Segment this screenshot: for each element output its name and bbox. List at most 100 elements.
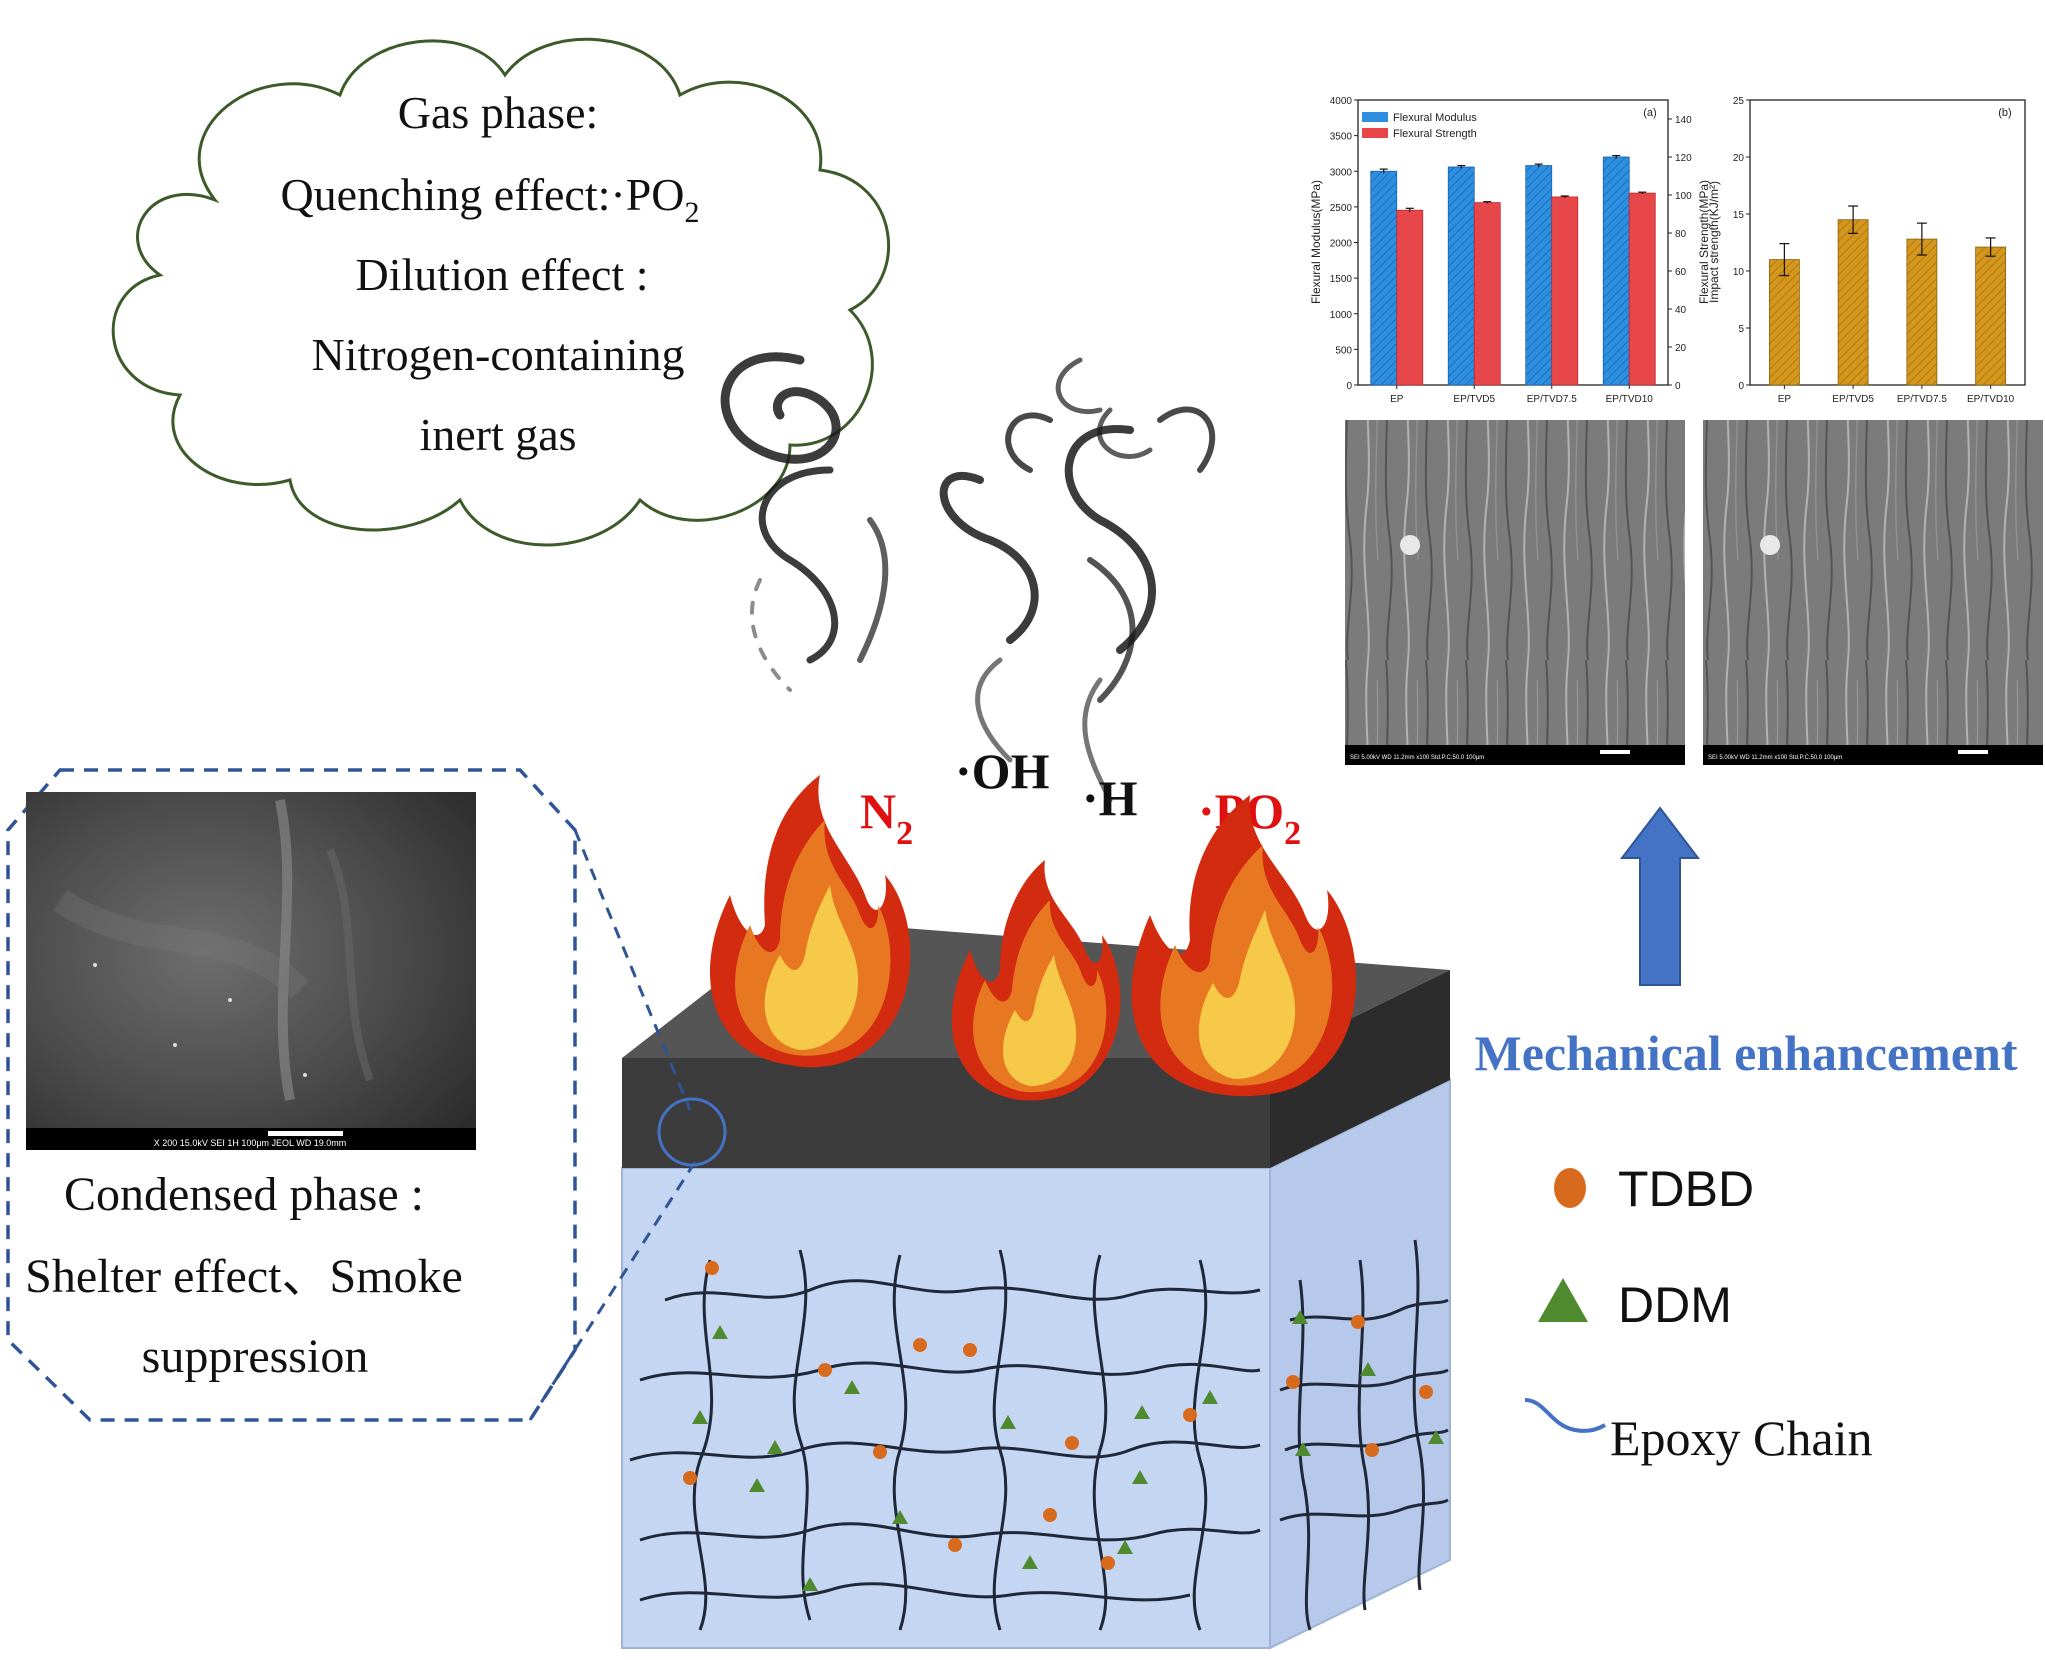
chart-b-bar-impact <box>1906 238 1938 386</box>
shelter-effect-line: Shelter effect、Smoke <box>25 1250 463 1303</box>
epoxy-chain-legend-icon <box>1524 1398 1607 1433</box>
sem-fracture-right: SEI 5.00kV WD 11.2mm x100 Std.P.C.50.0 1… <box>1703 420 2043 765</box>
diagram-legend: TDBD DDM Epoxy Chain <box>1524 1161 1872 1466</box>
chart-a-left-tick-label: 500 <box>1335 345 1352 356</box>
chart-a-left-tick-label: 0 <box>1346 381 1352 392</box>
smoke-wisps <box>720 352 1216 803</box>
chart-b-tick-label: 0 <box>1738 381 1744 392</box>
chart-a-legend: Flexural Modulus Flexural Strength <box>1362 112 1477 140</box>
chart-a-left-tick-label: 3000 <box>1330 167 1353 178</box>
oh-radical-label: ·OH <box>955 743 1050 799</box>
chart-a-bar-modulus <box>1447 166 1475 386</box>
mechanical-enhancement-label: Mechanical enhancement <box>1475 1025 2018 1081</box>
chart-a-right-tick-label: 80 <box>1675 229 1687 240</box>
tdbd-legend-label: TDBD <box>1618 1161 1754 1217</box>
ddm-legend-label: DDM <box>1618 1277 1732 1333</box>
chart-b-bar-impact <box>1975 246 2007 386</box>
legend-label-strength: Flexural Strength <box>1393 128 1477 140</box>
flame-middle <box>951 860 1121 1101</box>
chart-a-category-label: EP/TVD7.5 <box>1527 394 1577 405</box>
condensed-phase-callout: X 200 15.0kV SEI 1H 100μm JEOL WD 19.0mm… <box>6 768 727 1422</box>
callout-zoom-circle <box>657 1097 727 1167</box>
chart-a-left-tick-label: 3500 <box>1330 132 1353 143</box>
callout-leader-bottom <box>528 1161 697 1421</box>
chart-a-right-tick-label: 40 <box>1675 305 1687 316</box>
chart-a-category-label: EP/TVD10 <box>1606 394 1654 405</box>
quenching-line: Quenching effect:·PO2 <box>280 169 699 229</box>
chart-b-category-label: EP/TVD10 <box>1967 394 2015 405</box>
chart-b-panel-label: (b) <box>1998 107 2011 119</box>
condensed-phase-title: Condensed phase : <box>64 1168 424 1221</box>
tdbd-nodes-front <box>683 1261 1197 1570</box>
h-radical-label: ·H <box>1082 770 1138 826</box>
radical-labels: N2 ·OH ·H ·PO2 <box>860 743 1301 852</box>
dilution-line: Dilution effect : <box>356 249 649 300</box>
quenching-text: Quenching effect:·PO <box>280 169 684 220</box>
char-layer-front <box>622 1058 1270 1168</box>
chart-a-right-tick-label: 0 <box>1675 381 1681 392</box>
epoxy-network-front <box>629 1249 1261 1631</box>
chart-b-tick-label: 10 <box>1733 267 1745 278</box>
epoxy-chain-legend-label: Epoxy Chain <box>1610 1410 1872 1466</box>
chart-b-category-label: EP/TVD5 <box>1832 394 1874 405</box>
chart-b-tick-label: 5 <box>1738 324 1744 335</box>
nitrogen-line: Nitrogen-containing <box>311 329 684 380</box>
chart-a-bar-strength <box>1628 192 1656 386</box>
chart-a-y2label: Flexural Strength(MPa) <box>1697 180 1711 304</box>
upward-arrow <box>1619 806 1701 986</box>
callout-dashed-border <box>6 768 577 1422</box>
callout-leader-top <box>573 829 692 1111</box>
legend-swatch-modulus <box>1362 112 1388 122</box>
legend-swatch-strength <box>1362 128 1388 138</box>
chart-a-left-tick-label: 2500 <box>1330 203 1353 214</box>
chart-b-tick-label: 25 <box>1733 96 1745 107</box>
inert-gas-line: inert gas <box>419 409 576 460</box>
chart-a-left-tick-label: 4000 <box>1330 96 1353 107</box>
chart-b-tick-label: 20 <box>1733 153 1745 164</box>
chart-a-left-ticks: 0 500 1000 1500 2000 2500 3000 3500 4000 <box>1330 96 1358 392</box>
chart-a-bar-strength <box>1396 209 1424 386</box>
chart-a-right-tick-label: 120 <box>1675 153 1692 164</box>
n2-label: N2 <box>860 783 913 852</box>
sem-fracture-left: SEI 5.00kV WD 11.2mm x100 Std.P.C.50.0 1… <box>1345 420 1685 765</box>
cloud-shape <box>111 37 891 547</box>
ddm-nodes-front <box>692 1325 1218 1591</box>
n2-subscript: 2 <box>896 815 913 852</box>
sem-image-char: X 200 15.0kV SEI 1H 100μm JEOL WD 19.0mm <box>26 792 476 1150</box>
tdbd-legend-icon <box>1554 1168 1586 1208</box>
flame-right <box>1131 795 1357 1097</box>
chart-b-ticks: 0 5 10 15 20 25 <box>1733 96 1750 392</box>
chart-a-right-tick-label: 140 <box>1675 115 1692 126</box>
gas-phase-cloud: Gas phase: Quenching effect:·PO2 Dilutio… <box>111 37 891 547</box>
chart-a-left-tick-label: 2000 <box>1330 239 1353 250</box>
chart-a-bars <box>1370 154 1656 386</box>
chart-a-bar-modulus <box>1602 156 1630 386</box>
sem-right-caption: SEI 5.00kV WD 11.2mm x100 Std.P.C.50.0 1… <box>1708 755 1842 761</box>
n2-main: N <box>860 783 896 839</box>
ddm-nodes-side <box>1292 1310 1444 1456</box>
chart-a-bar-strength <box>1551 196 1579 386</box>
chart-b-tick-label: 15 <box>1733 210 1745 221</box>
suppression-line: suppression <box>142 1330 369 1383</box>
sem-left-caption: SEI 5.00kV WD 11.2mm x100 Std.P.C.50.0 1… <box>1350 755 1484 761</box>
chart-b-ylabel: Impact strength(KJ/m²) <box>1707 181 1721 303</box>
chart-a-right-tick-label: 60 <box>1675 267 1687 278</box>
sem-char-caption: X 200 15.0kV SEI 1H 100μm JEOL WD 19.0mm <box>154 1138 346 1148</box>
chart-a-bar-strength <box>1473 202 1501 386</box>
chart-a: 0 500 1000 1500 2000 2500 3000 3500 4000 0 20 40 60… <box>1309 96 1711 405</box>
block-front-face <box>621 1167 1271 1649</box>
flames <box>710 775 1357 1101</box>
chart-a-left-tick-label: 1000 <box>1330 310 1353 321</box>
ddm-legend-icon <box>1538 1278 1588 1322</box>
char-layer-side <box>1270 970 1450 1168</box>
chart-a-right-tick-label: 20 <box>1675 343 1687 354</box>
chart-a-right-tick-label: 100 <box>1675 191 1692 202</box>
chart-a-left-tick-label: 1500 <box>1330 274 1353 285</box>
chart-a-category-label: EP <box>1390 394 1404 405</box>
chart-a-ylabel: Flexural Modulus(MPa) <box>1309 180 1323 304</box>
quenching-subscript: 2 <box>685 196 700 229</box>
